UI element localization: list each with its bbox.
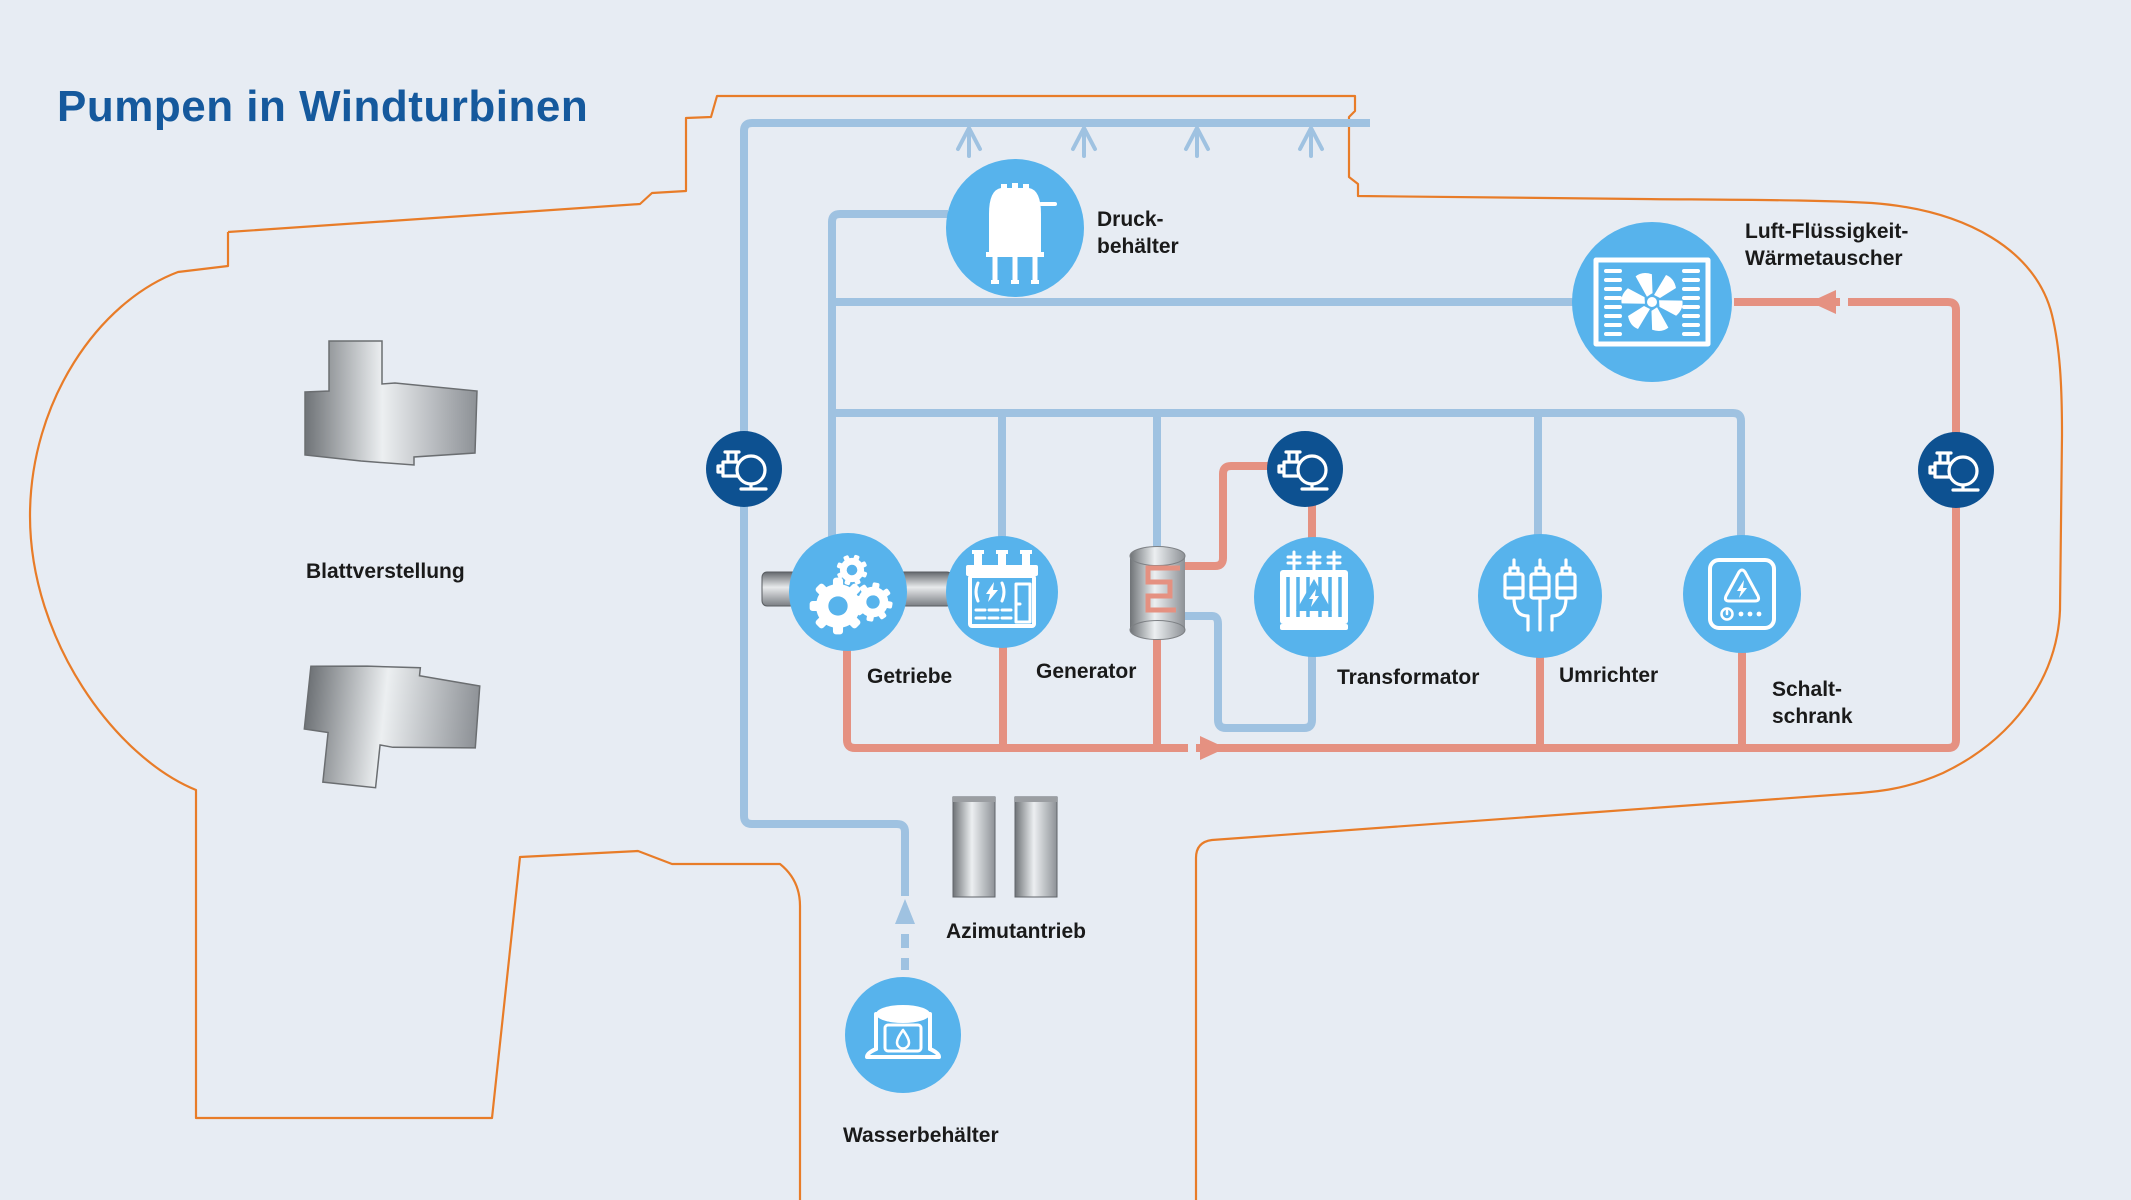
converter-circle bbox=[1478, 534, 1602, 658]
switch-cabinet-icon bbox=[1708, 558, 1776, 630]
cold-water-pipes bbox=[740, 119, 1745, 970]
blade-root-shape-bottom bbox=[303, 665, 481, 789]
flow-arrow-left-icon bbox=[1810, 290, 1836, 314]
liquid-heat-exchanger-tank bbox=[1129, 546, 1186, 640]
nacelle-outline bbox=[28, 94, 2064, 1200]
transformer-circle bbox=[1254, 537, 1374, 657]
pressure-vessel-circle bbox=[946, 159, 1084, 297]
flow-arrow-right-icon bbox=[1200, 736, 1226, 760]
azimuth-drive-cylinders bbox=[952, 796, 1058, 898]
label-umrichter: Umrichter bbox=[1559, 664, 1659, 687]
transformer-icon bbox=[1280, 550, 1348, 630]
flow-arrow-up-icon bbox=[895, 899, 915, 970]
air-liquid-heat-exchanger-icon bbox=[1593, 257, 1711, 347]
blade-pitch-shapes bbox=[303, 340, 481, 789]
label-transformator: Transformator bbox=[1337, 666, 1480, 689]
generator-circle bbox=[946, 536, 1058, 648]
label-azimutantrieb: Azimutantrieb bbox=[946, 920, 1087, 943]
page-title: Pumpen in Windturbinen bbox=[57, 82, 589, 131]
water-tank-icon bbox=[865, 1005, 941, 1059]
label-getriebe: Getriebe bbox=[867, 665, 953, 688]
label-waermetauscher: Luft-Flüssigkeit-Wärmetauscher bbox=[1745, 220, 1909, 270]
fan-wheel-icon bbox=[1616, 267, 1688, 337]
tank-to-transformer-line bbox=[1180, 612, 1316, 732]
label-wasserbehaelter: Wasserbehälter bbox=[843, 1124, 999, 1147]
air-liquid-heat-exchanger-circle bbox=[1572, 222, 1732, 382]
blade-root-shape-top bbox=[304, 340, 478, 466]
warm-water-pipes bbox=[843, 290, 1960, 760]
label-blattverstellung: Blattverstellung bbox=[306, 560, 465, 583]
transformer-pump-icon bbox=[1267, 431, 1343, 507]
label-generator: Generator bbox=[1036, 660, 1137, 683]
spray-line bbox=[740, 119, 1370, 896]
label-schaltschrank: Schalt-schrank bbox=[1772, 678, 1853, 728]
spray-pump-icon bbox=[706, 431, 782, 507]
cold-bus-line bbox=[832, 409, 1745, 540]
spray-nozzle-icons bbox=[956, 123, 1324, 158]
pressure-vessel-icon bbox=[986, 183, 1057, 284]
generator-icon bbox=[966, 550, 1038, 628]
water-tank-circle bbox=[845, 977, 961, 1093]
main-cooling-pump-icon bbox=[1918, 432, 1994, 508]
transformer-pump-loop bbox=[1180, 462, 1278, 570]
label-druckbehaelter: Druck-behälter bbox=[1097, 208, 1179, 258]
pressure-vessel-feed-line bbox=[828, 210, 948, 540]
warm-return-bus bbox=[843, 298, 1960, 752]
gearbox-circle bbox=[789, 533, 907, 651]
converter-icon bbox=[1503, 558, 1577, 632]
tank-coil bbox=[1145, 565, 1180, 613]
switch-cabinet-circle bbox=[1683, 535, 1801, 653]
